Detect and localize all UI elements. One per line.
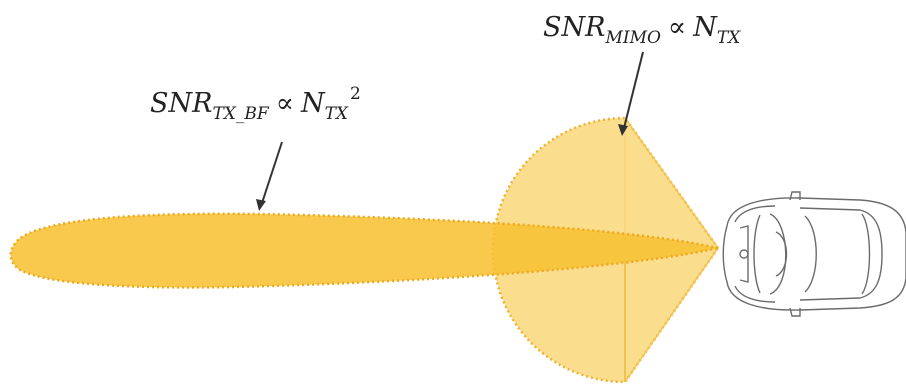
snr-mimo-subscript: MIMO xyxy=(605,28,661,48)
car-top-view-icon xyxy=(722,191,906,317)
n-tx-subscript: TX xyxy=(716,28,741,48)
proportional-symbol: ∝ xyxy=(667,12,687,43)
snr-mimo-base: SNR xyxy=(543,12,606,43)
arrow-mimo xyxy=(618,51,644,136)
mimo-sector-divider-lower xyxy=(624,247,719,383)
arrow-tx-bf xyxy=(256,141,283,211)
n-tx-base: N xyxy=(300,88,325,119)
n-tx-base: N xyxy=(693,12,717,43)
tx-bf-beam xyxy=(9,212,719,289)
n-tx-subscript: TX xyxy=(324,104,349,124)
snr-mimo-label: SNRMIMO ∝NTX xyxy=(543,14,740,47)
mimo-sector-divider-upper xyxy=(624,117,719,249)
snr-tx-bf-subscript: TX_BF xyxy=(212,104,269,124)
proportional-symbol: ∝ xyxy=(275,88,294,119)
snr-tx-bf-label: SNRTX_BF ∝NTX2 xyxy=(150,86,361,123)
n-tx-superscript: 2 xyxy=(350,84,361,104)
snr-tx-bf-base: SNR xyxy=(150,88,213,119)
